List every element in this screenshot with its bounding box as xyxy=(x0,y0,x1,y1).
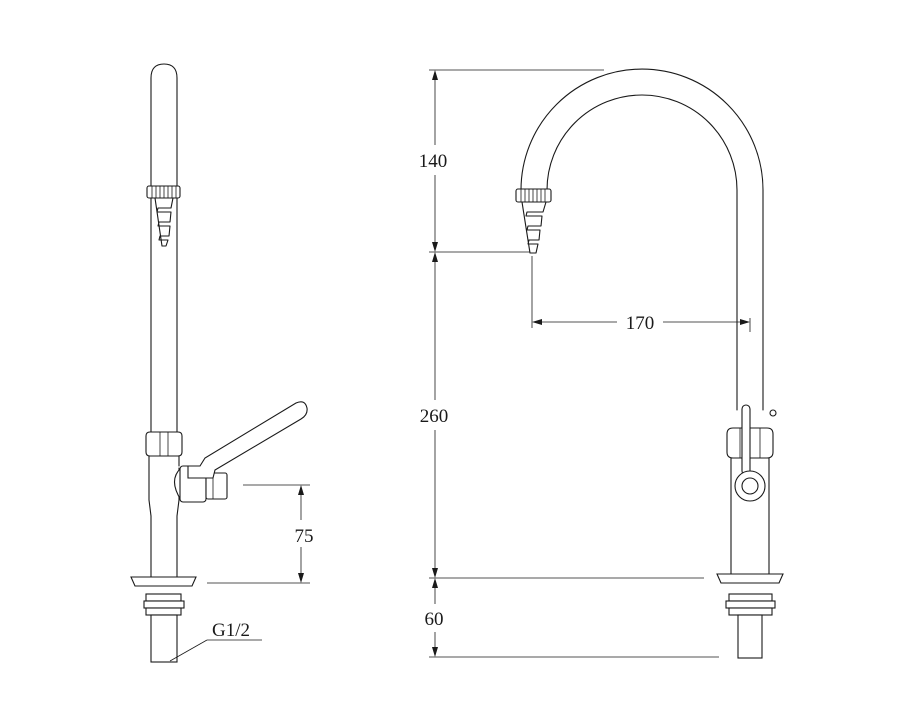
front-view-threaded-shank xyxy=(737,614,763,659)
side-view-mounting-nut xyxy=(143,593,185,616)
side-view-valve-body xyxy=(148,455,180,573)
side-view-hex-nut xyxy=(145,431,183,457)
side-view xyxy=(130,63,308,663)
side-view-upper-tube xyxy=(150,63,178,187)
spout-reach-dimension: 170 xyxy=(531,256,751,334)
side-view-threaded-shank xyxy=(150,614,178,663)
thread-size-label: G1/2 xyxy=(212,620,250,641)
side-view-hose-nut xyxy=(146,185,181,199)
front-view-hose-nut xyxy=(515,188,552,203)
side-view-hose-nozzle xyxy=(154,197,174,247)
handle-height-dimension: 75 xyxy=(207,484,314,584)
front-view-gooseneck-spout-outer xyxy=(520,68,764,411)
spout-rise-dimension: 140 xyxy=(419,70,448,252)
front-view-gooseneck-spout xyxy=(546,94,738,411)
front-view xyxy=(515,68,784,659)
vertical-dimension-chain: 140 260 60 xyxy=(419,69,719,658)
base-height-dimension: 60 xyxy=(425,578,444,657)
front-view-lever-handle xyxy=(741,404,751,476)
front-view-hose-nozzle xyxy=(521,201,547,254)
front-view-mounting-nut xyxy=(725,593,776,616)
spout-reach-label: 170 xyxy=(626,313,655,334)
side-view-base-flange xyxy=(130,571,197,587)
side-view-lever-handle xyxy=(187,401,308,479)
base-height-label: 60 xyxy=(425,609,444,630)
spout-height-label: 260 xyxy=(420,406,449,427)
thread-size-callout: G1/2 xyxy=(169,620,262,662)
spout-height-dimension: 260 xyxy=(420,252,449,578)
side-view-body-tube xyxy=(150,197,178,433)
spout-rise-label: 140 xyxy=(419,151,448,172)
front-view-base-flange xyxy=(716,573,784,584)
front-view-valve-body xyxy=(730,457,770,575)
handle-height-label: 75 xyxy=(295,526,314,547)
front-view-valve-knob xyxy=(734,470,766,502)
